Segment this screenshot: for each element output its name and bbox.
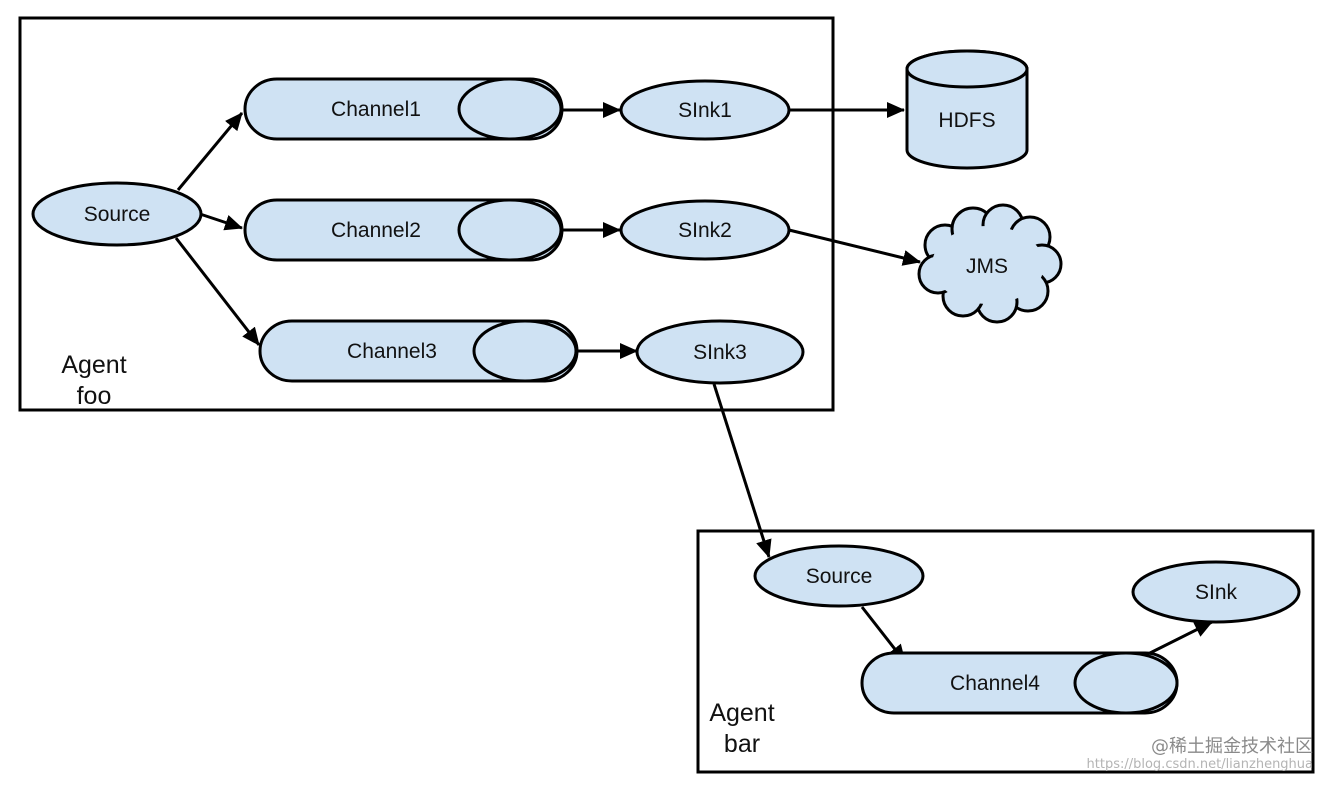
agent-bar-label: Agent: [709, 699, 774, 727]
source-bar-node: [753, 544, 925, 608]
channel2-label: Channel2: [331, 219, 421, 242]
edge-source-channel2: [199, 212, 243, 231]
watermark: @稀土掘金技术社区 https://blog.csdn.net/lianzhen…: [1086, 736, 1313, 772]
channel3-node: Channel3: [258, 319, 579, 383]
sink1-label: SInk1: [678, 99, 732, 122]
agent-foo-name: foo: [77, 382, 112, 410]
agent-foo-label: Agent: [61, 351, 126, 379]
channel3-label: Channel3: [347, 340, 437, 363]
edge-sink3-source-bar: [712, 383, 772, 558]
hdfs-database-icon: HDFS: [905, 49, 1029, 170]
channel2-node: Channel2: [243, 198, 564, 262]
watermark-url: https://blog.csdn.net/lianzhenghua: [1086, 757, 1313, 772]
watermark-brand: @稀土掘金技术社区: [1151, 736, 1313, 757]
sink2-node: [619, 199, 791, 261]
edge-sink2-jms: [788, 228, 921, 266]
edges: [174, 102, 1213, 663]
channel1-label: Channel1: [331, 98, 421, 121]
agent-foo-box: [18, 16, 835, 412]
edge-channel4-sink: [1147, 620, 1213, 656]
edge-source-channel3: [174, 237, 261, 346]
agent-bar-name: bar: [724, 730, 760, 758]
channel1-node: Channel1: [243, 77, 564, 141]
hdfs-label: HDFS: [938, 109, 995, 132]
sink2-label: SInk2: [678, 219, 732, 242]
sink3-label: SInk3: [693, 341, 747, 364]
edge-source-channel1: [176, 112, 244, 191]
sink-bar-label: SInk: [1195, 581, 1238, 604]
channel4-node: Channel4: [860, 651, 1179, 715]
channel4-label: Channel4: [950, 672, 1040, 695]
source-node: [31, 181, 203, 247]
agent-bar-box: [696, 529, 1315, 774]
sink3-node: [635, 319, 805, 385]
jms-cloud-icon: JMS: [917, 203, 1063, 324]
sink1-node: [619, 79, 791, 141]
source-label: Source: [84, 203, 151, 226]
sink-bar-node: [1131, 560, 1301, 624]
jms-label: JMS: [966, 255, 1008, 278]
source-bar-label: Source: [806, 565, 873, 588]
